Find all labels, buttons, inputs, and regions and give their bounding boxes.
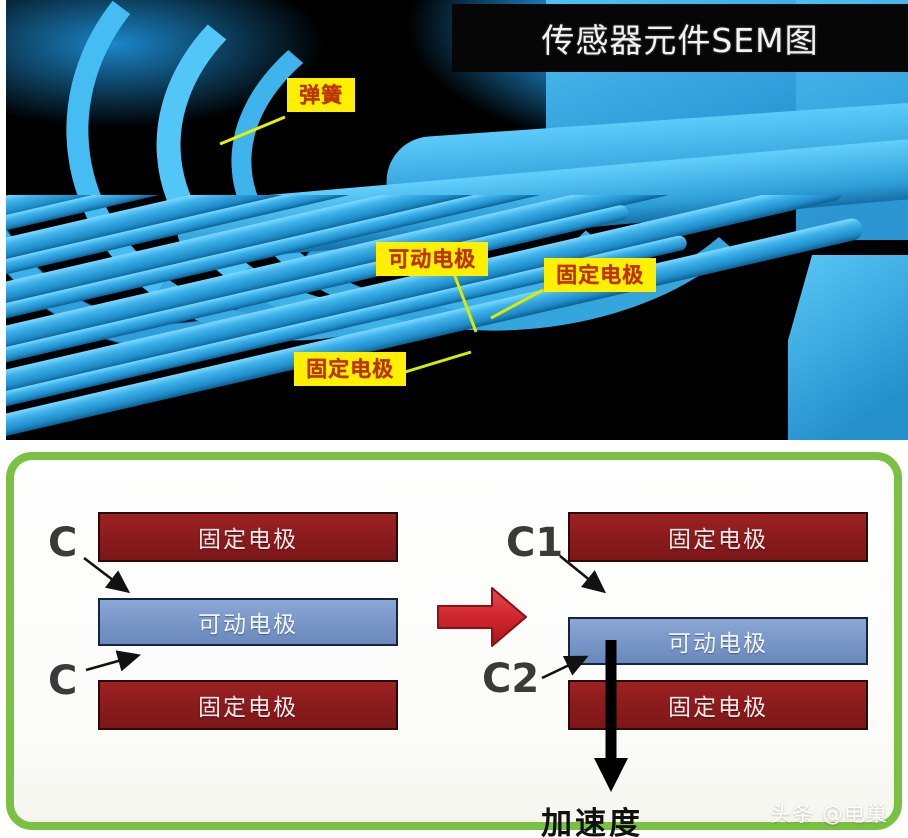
left-movable-electrode: 可动电极 xyxy=(98,598,398,646)
sem-callout-fixed-electrode-right: 固定电极 xyxy=(544,258,656,293)
left-fixed-electrode-bottom: 固定电极 xyxy=(98,680,398,730)
right-movable-electrode: 可动电极 xyxy=(568,617,868,665)
sem-image-panel: 传感器元件SEM图 弹簧 可动电极 固定电极 固定电极 xyxy=(6,0,908,440)
sem-title-text: 传感器元件SEM图 xyxy=(541,21,819,60)
right-fixed-electrode-bottom: 固定电极 xyxy=(568,680,868,730)
sem-callout-fixed-electrode-lower: 固定电极 xyxy=(294,352,406,387)
left-capacitance-label-upper: C xyxy=(48,520,78,566)
left-fixed-electrode-top: 固定电极 xyxy=(98,512,398,562)
left-capacitance-label-lower: C xyxy=(48,658,78,704)
watermark-text: 头条 @电巢 xyxy=(770,802,888,826)
transition-arrow-icon xyxy=(437,587,527,647)
principle-diagram-panel: 固定电极 可动电极 固定电极 C C 固定电极 可动电极 固定电极 C1 C2 xyxy=(6,452,902,838)
right-capacitance-label-c1: C1 xyxy=(506,520,564,566)
left-c-upper-arrow xyxy=(83,556,131,594)
right-capacitance-label-c2: C2 xyxy=(482,656,540,702)
sem-callout-movable-electrode: 可动电极 xyxy=(376,242,488,277)
sem-callout-spring: 弹簧 xyxy=(287,78,355,113)
acceleration-label: 加速度 xyxy=(541,806,643,838)
sem-corner-structure xyxy=(788,255,908,440)
right-fixed-electrode-top: 固定电极 xyxy=(568,512,868,562)
sem-comb-finger-array xyxy=(6,195,908,440)
left-c-lower-arrow xyxy=(85,650,142,672)
sem-title-plate: 传感器元件SEM图 xyxy=(452,4,908,72)
